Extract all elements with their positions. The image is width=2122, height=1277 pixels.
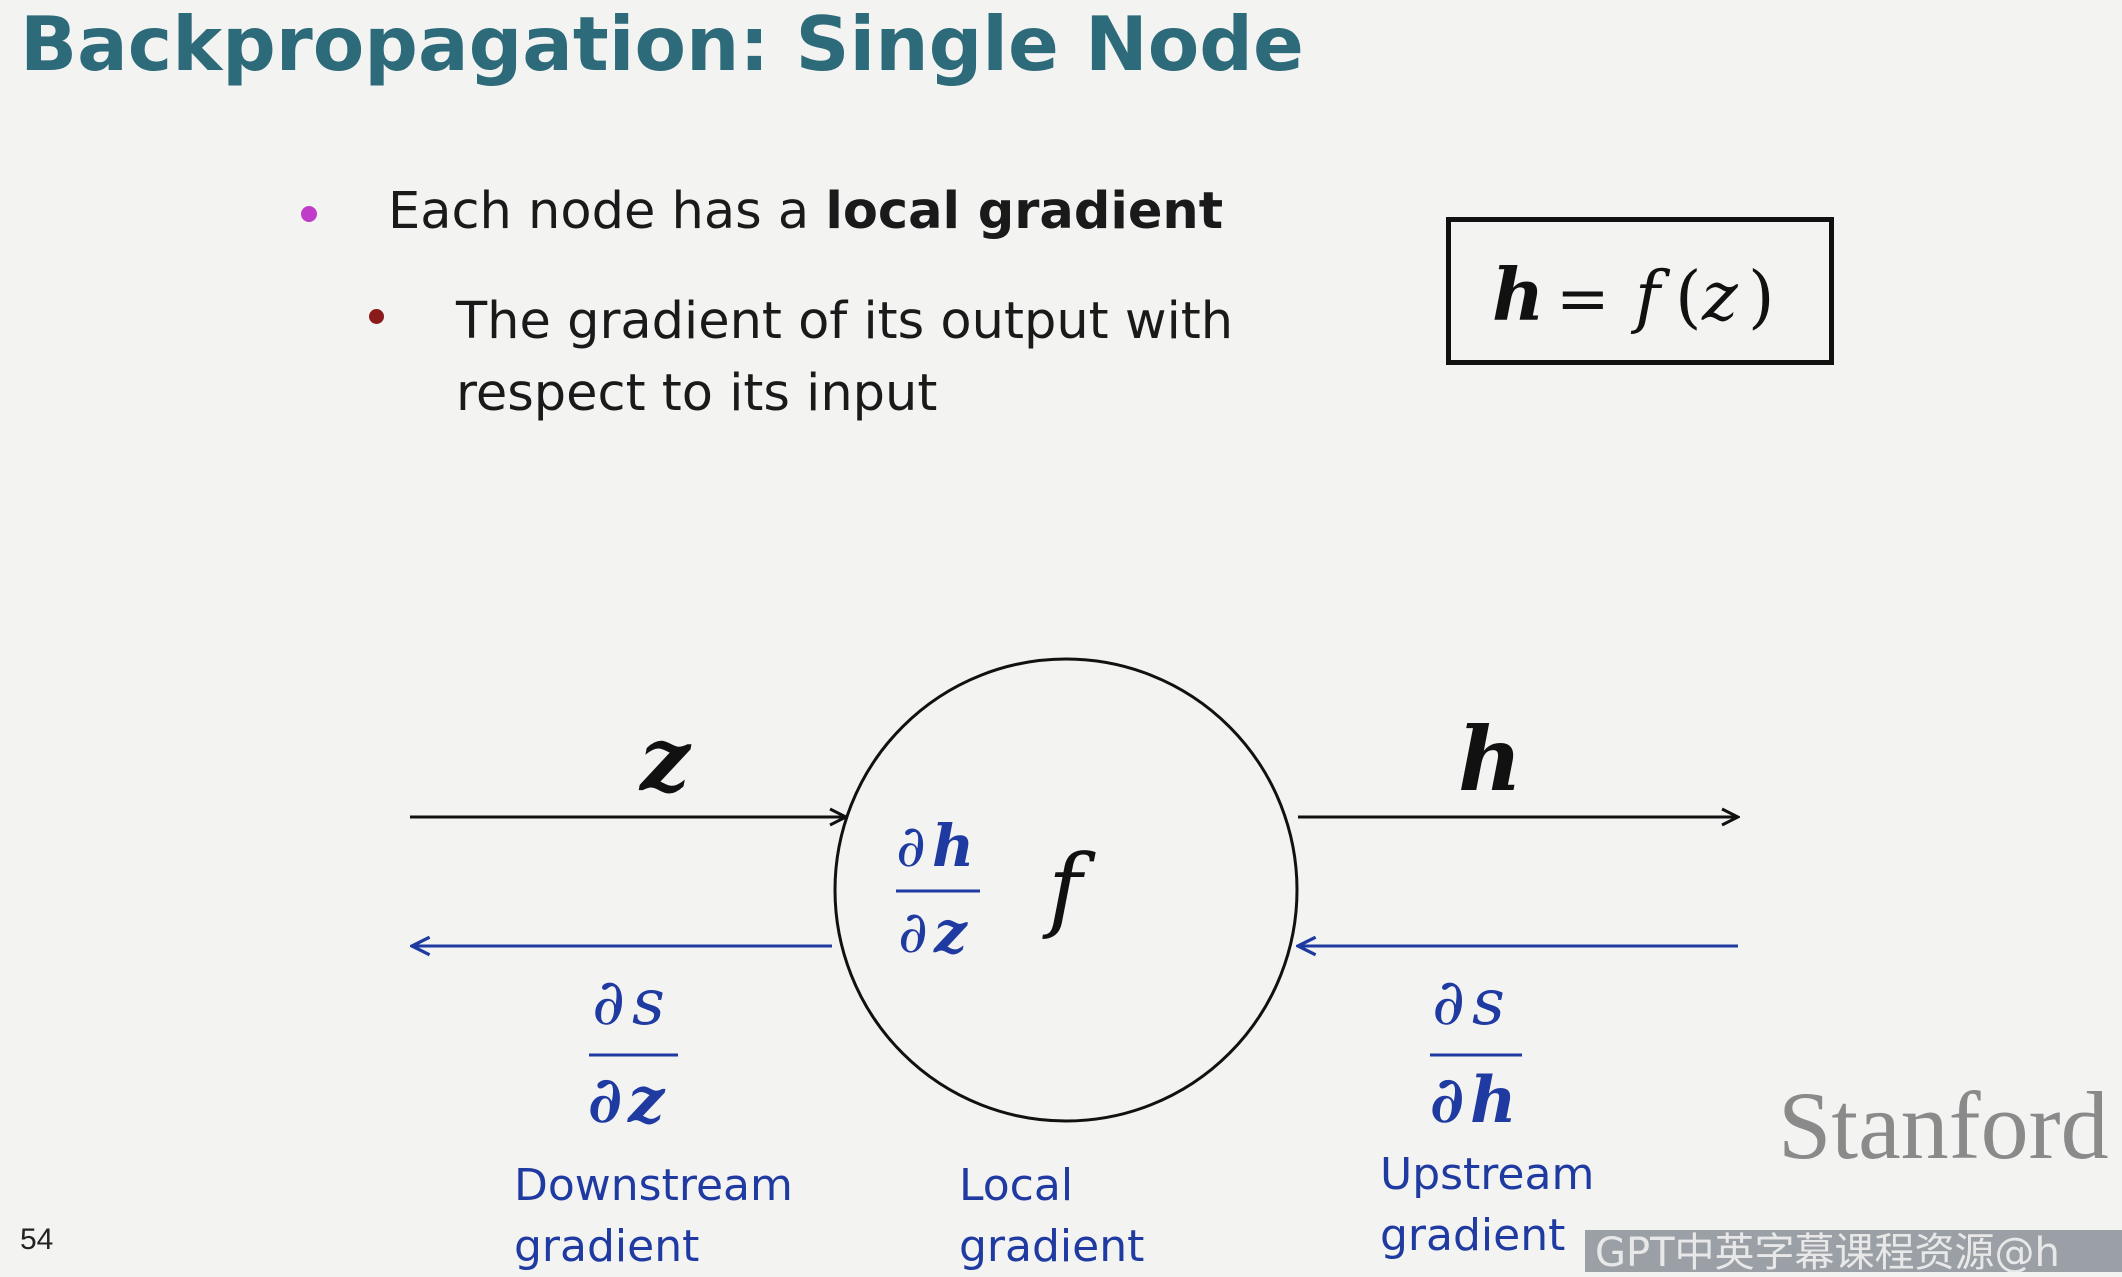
downstream-caption: Downstream gradient <box>514 1155 793 1277</box>
upstream-caption-line-2: gradient <box>1380 1210 1566 1261</box>
down-den-partial: ∂ <box>588 1063 622 1138</box>
bullet-dot-sub <box>369 309 384 324</box>
local-caption: Local gradient <box>959 1155 1144 1277</box>
node-circle <box>833 657 1299 1123</box>
slide-number: 54 <box>20 1223 54 1256</box>
bullet-main: Each node has a local gradient <box>388 182 1223 241</box>
local-den-partial: ∂ <box>898 898 928 966</box>
downstream-gradient-fraction: ∂ s ∂ z <box>588 966 678 1138</box>
local-den-var: z <box>933 898 968 966</box>
slide-title: Backpropagation: Single Node <box>20 0 1304 88</box>
output-label: h <box>1458 707 1522 811</box>
upstream-caption-line-1: Upstream <box>1380 1149 1595 1200</box>
bullet-sub-line-2: respect to its input <box>456 364 938 423</box>
local-caption-line-2: gradient <box>959 1221 1145 1272</box>
up-den-var: h <box>1470 1063 1517 1138</box>
formula-box <box>1446 217 1834 365</box>
formula-f: f <box>1630 258 1671 337</box>
bullet-main-prefix: Each node has a <box>388 182 826 241</box>
downstream-caption-line-2: gradient <box>514 1221 700 1272</box>
down-num-var: s <box>632 966 665 1040</box>
stanford-logo: Stanford <box>1778 1072 2109 1179</box>
bullet-sub-line-1: The gradient of its output with <box>456 292 1234 351</box>
up-num-partial: ∂ <box>1432 966 1465 1040</box>
input-label: z <box>638 707 692 811</box>
down-den-var: z <box>627 1063 666 1138</box>
bullet-main-bold: local gradient <box>825 182 1224 241</box>
formula: h = f ( z ) <box>1492 252 1775 337</box>
down-num-partial: ∂ <box>592 966 625 1040</box>
upstream-caption: Upstream gradient <box>1380 1144 1594 1266</box>
node-label: f <box>1042 835 1096 942</box>
formula-z: z <box>1701 258 1739 337</box>
up-num-var: s <box>1472 966 1505 1040</box>
formula-h: h <box>1492 252 1544 337</box>
bullet-dot-main <box>301 206 317 222</box>
local-gradient-fraction: ∂ h ∂ z <box>896 812 980 966</box>
local-num-var: h <box>932 812 974 880</box>
formula-equals: = <box>1556 262 1610 336</box>
formula-close-paren: ) <box>1748 258 1775 337</box>
upstream-gradient-fraction: ∂ s ∂ h <box>1430 966 1522 1138</box>
bullet-sub: The gradient of its output with respect … <box>456 286 1233 430</box>
formula-open-paren: ( <box>1675 258 1702 337</box>
local-num-partial: ∂ <box>896 812 926 880</box>
local-caption-line-1: Local <box>959 1160 1074 1211</box>
up-den-partial: ∂ <box>1430 1063 1464 1138</box>
subtitle-watermark: GPT中英字幕课程资源@h <box>1585 1230 2122 1272</box>
downstream-caption-line-1: Downstream <box>514 1160 793 1211</box>
